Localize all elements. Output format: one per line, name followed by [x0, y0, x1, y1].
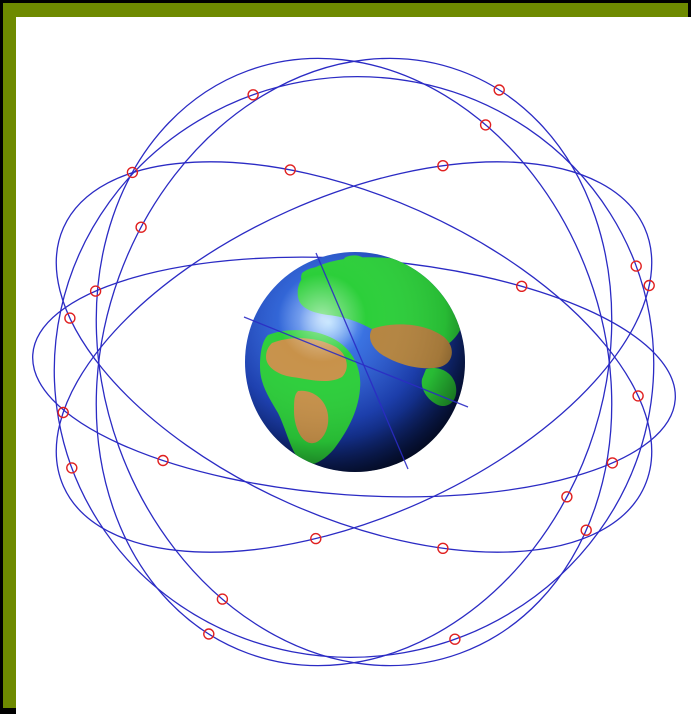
diagram-canvas	[16, 17, 691, 714]
orbit-diagram	[16, 17, 691, 714]
